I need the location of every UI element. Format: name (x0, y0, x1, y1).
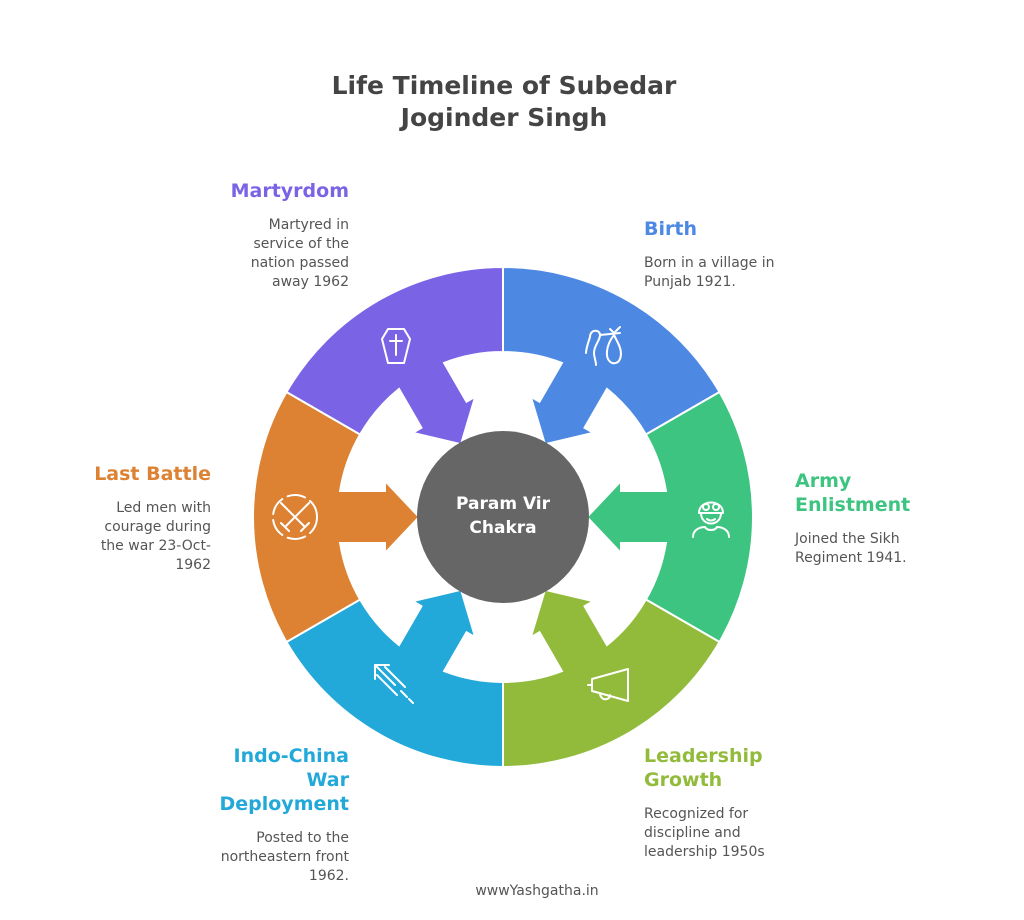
desc-line: Led men with (116, 500, 211, 516)
arrow-deploy-icon (374, 664, 414, 704)
stage-description: Recognized for discipline and leadership 1… (644, 805, 844, 862)
desc-line: Posted to the (256, 830, 349, 846)
desc-line: Born in a village in (644, 255, 775, 271)
stage-martyrdom: Martyrdom Martyred in service of the natio… (149, 179, 349, 292)
stage-description: Led men with courage during the war 23-Oct… (11, 499, 211, 575)
stage-description: Posted to the northeastern front 1962. (149, 829, 349, 886)
heading-line: Enlistment (795, 494, 911, 516)
desc-line: Recognized for (644, 806, 749, 822)
soldier-icon (692, 501, 730, 538)
desc-line: away 1962 (272, 274, 349, 290)
desc-line: northeastern front (220, 849, 349, 865)
desc-line: nation passed (250, 255, 349, 271)
segment-army-enlistment (585, 390, 754, 644)
desc-line: Punjab 1921. (644, 274, 736, 290)
heading-line: Martyrdom (230, 180, 349, 202)
desc-line: Regiment 1941. (795, 550, 907, 566)
desc-line: leadership 1950s (644, 844, 765, 860)
heading-line: Indo-China (233, 745, 349, 767)
segment-last-battle (252, 390, 421, 644)
title-line: Life Timeline of Subedar (331, 71, 677, 100)
desc-line: discipline and (644, 825, 741, 841)
center-line: Param Vir (455, 494, 551, 514)
stage-last-battle: Last Battle Led men with courage during th… (11, 462, 211, 575)
heading-line: Growth (644, 769, 723, 791)
stage-birth: Birth Born in a village in Punjab 1921. (644, 217, 844, 292)
stork-icon (585, 326, 622, 366)
page-title: Life Timeline of Subedar Joginder Singh (0, 70, 1008, 134)
heading-line: Army (795, 470, 852, 492)
center-line: Chakra (469, 518, 537, 538)
stage-heading: Last Battle (11, 462, 211, 486)
stage-description: Born in a village in Punjab 1921. (644, 254, 844, 292)
footer-website: wwwYashgatha.in (475, 883, 599, 899)
title-line: Joginder Singh (400, 103, 608, 132)
desc-line: the war 23-Oct- (100, 538, 211, 554)
center-label: Param Vir Chakra (403, 492, 603, 540)
stage-heading: Birth (644, 217, 844, 241)
megaphone-icon (587, 668, 629, 702)
desc-line: 1962. (308, 868, 349, 884)
heading-line: War (306, 769, 349, 791)
stage-description: Martyred in service of the nation passed aw… (149, 216, 349, 292)
coffin-icon (381, 328, 411, 364)
stage-heading: Martyrdom (149, 179, 349, 203)
desc-line: courage during (104, 519, 211, 535)
center-circle (417, 431, 589, 603)
segment-martyrdom (285, 265, 505, 446)
heading-line: Deployment (219, 793, 349, 815)
desc-line: Joined the Sikh (795, 531, 900, 547)
desc-line: service of the (253, 236, 349, 252)
heading-line: Leadership (644, 745, 763, 767)
desc-line: 1962 (175, 557, 211, 573)
heading-line: Last Battle (94, 463, 211, 485)
desc-line: Martyred in (268, 217, 349, 233)
heading-line: Birth (644, 218, 697, 240)
crossed-swords-icon (272, 494, 318, 540)
